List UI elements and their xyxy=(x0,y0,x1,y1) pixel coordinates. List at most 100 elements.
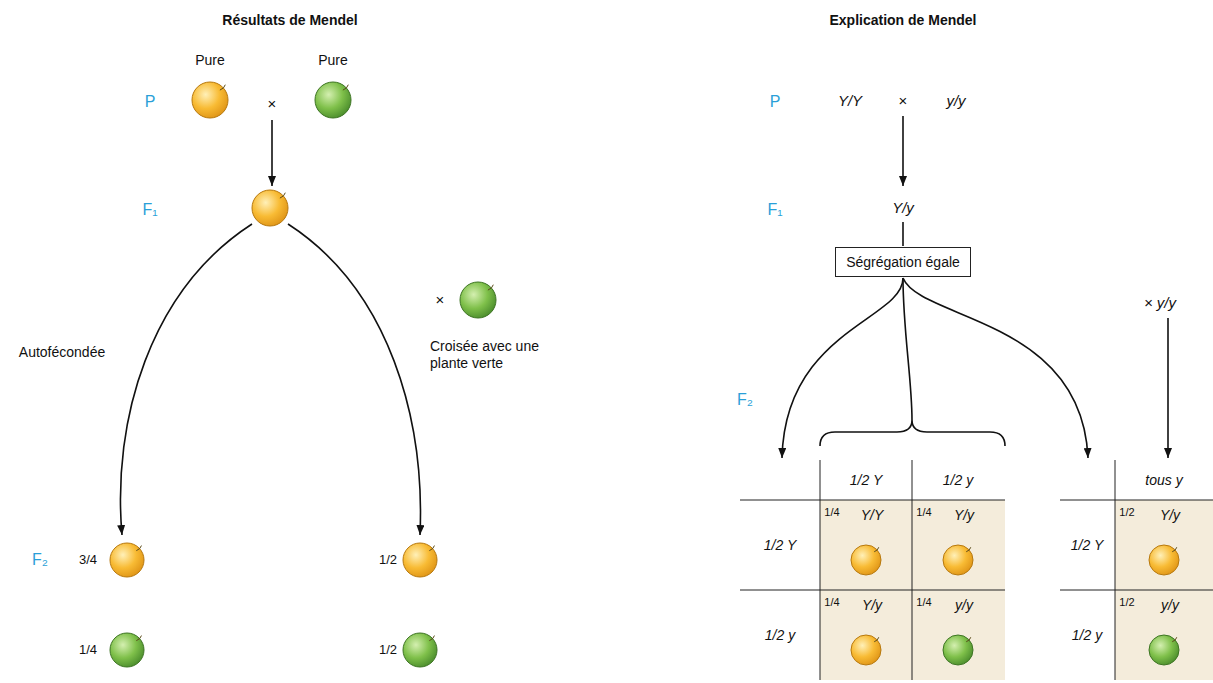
pea-body xyxy=(110,543,144,577)
grid-line xyxy=(820,460,821,680)
connector-line xyxy=(903,278,912,420)
table-header: 1/2 y xyxy=(943,472,973,489)
grid-line xyxy=(1115,460,1116,680)
grid-line xyxy=(740,500,1005,501)
table-header: 1/2 y xyxy=(765,627,795,644)
genotype: y/y xyxy=(1161,597,1179,614)
genotype: Y/Y xyxy=(838,92,862,110)
pea-tip xyxy=(429,546,434,551)
pea-tip xyxy=(220,85,225,90)
table-grid xyxy=(740,460,1213,680)
table-header: 1/2 y xyxy=(1072,627,1102,644)
pea-body xyxy=(851,635,881,665)
pea-body xyxy=(192,82,228,118)
table-cell-fill xyxy=(1115,500,1213,590)
genotype: y/y xyxy=(946,92,965,110)
yellow-pea xyxy=(403,543,437,577)
generation-label: F₁ xyxy=(142,200,157,219)
arrow xyxy=(271,120,273,186)
grid-line xyxy=(912,460,913,680)
yellow-pea xyxy=(851,635,881,665)
generation-label: P xyxy=(145,92,156,111)
fraction: 1/4 xyxy=(79,642,97,658)
cross-sign: × xyxy=(899,92,908,110)
pea-tip xyxy=(136,636,141,641)
pea-body xyxy=(315,82,351,118)
table-header: tous y xyxy=(1145,472,1182,489)
pea-body xyxy=(1149,545,1179,575)
yellow-pea xyxy=(1149,545,1179,575)
pea-body xyxy=(460,282,496,318)
green-pea xyxy=(943,635,973,665)
generation-label: P xyxy=(770,92,781,111)
note-text: Croisée avec une plante verte xyxy=(430,338,555,372)
fraction: 1/2 xyxy=(379,642,397,658)
pea-tip xyxy=(966,637,971,642)
table-cell-fill xyxy=(912,590,1005,680)
genotype: × y/y xyxy=(1144,294,1176,312)
grid-line xyxy=(740,590,1005,591)
bracket xyxy=(820,420,1005,446)
table-cell-fill xyxy=(820,590,912,680)
pea-tip xyxy=(874,547,879,552)
grid-line xyxy=(1060,590,1213,591)
cross-sign: × xyxy=(436,291,445,309)
fraction: 1/2 xyxy=(379,552,397,568)
yellow-pea xyxy=(943,545,973,575)
pea-tip xyxy=(874,637,879,642)
fraction: 1/4 xyxy=(824,596,839,609)
pea-tip xyxy=(488,285,493,290)
genotype: Y/y xyxy=(892,199,914,217)
note-text: Pure xyxy=(195,52,225,69)
pea-body xyxy=(252,190,288,226)
pea-tip xyxy=(280,193,285,198)
yellow-pea xyxy=(252,190,288,226)
genotype: Y/y xyxy=(954,507,974,524)
genotype: Y/Y xyxy=(861,507,884,524)
pea-body xyxy=(403,633,437,667)
generation-label: F₂ xyxy=(737,390,753,409)
green-pea xyxy=(110,633,144,667)
table-cell-fill xyxy=(912,500,1005,590)
fraction: 1/4 xyxy=(824,506,839,519)
note-text: Pure xyxy=(318,52,348,69)
pea-body xyxy=(403,543,437,577)
arrows xyxy=(120,116,1168,535)
arrow xyxy=(782,278,903,458)
yellow-pea xyxy=(851,545,881,575)
pea-tip xyxy=(966,547,971,552)
pea-body xyxy=(110,633,144,667)
process-box: Ségrégation égale xyxy=(835,247,971,278)
pea-tip xyxy=(1172,547,1177,552)
fraction: 1/2 xyxy=(1119,596,1134,609)
pea-tip xyxy=(429,636,434,641)
arrow xyxy=(903,278,1088,458)
table-header: 1/2 Y xyxy=(764,537,796,554)
fraction: 1/2 xyxy=(1119,506,1134,519)
table-header: 1/2 Y xyxy=(1071,537,1103,554)
green-pea xyxy=(1149,635,1179,665)
genotype: Y/y xyxy=(862,597,882,614)
genotype: Y/y xyxy=(1160,507,1180,524)
pea-tip xyxy=(136,546,141,551)
arrow xyxy=(288,224,420,535)
pea-group xyxy=(110,82,1179,667)
generation-label: F₂ xyxy=(32,550,48,569)
grid-line xyxy=(1060,500,1213,501)
generation-label: F₁ xyxy=(767,200,782,219)
pea-body xyxy=(943,635,973,665)
green-pea xyxy=(460,282,496,318)
table-cell-fill xyxy=(1115,590,1213,680)
connector-line xyxy=(902,222,904,246)
arrow xyxy=(1167,318,1169,458)
arrow xyxy=(120,224,252,535)
cross-sign: × xyxy=(268,95,277,113)
pea-body xyxy=(1149,635,1179,665)
table-header: 1/2 Y xyxy=(850,472,882,489)
genotype: y/y xyxy=(955,597,973,614)
fraction: 3/4 xyxy=(79,552,97,568)
green-pea xyxy=(403,633,437,667)
table-cell-fill xyxy=(820,500,912,590)
